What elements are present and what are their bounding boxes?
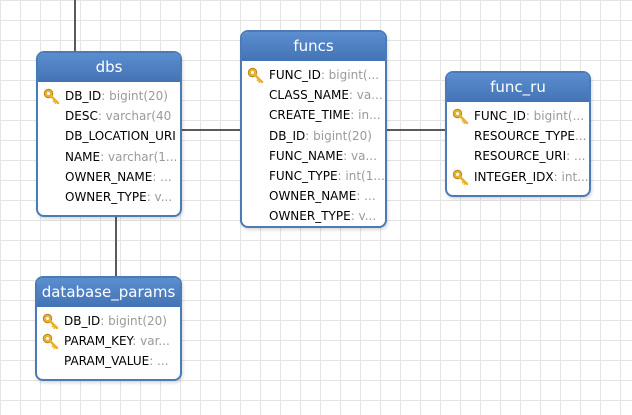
field-row[interactable]: FUNC_TYPE: int(1... — [242, 166, 385, 186]
key-icon — [43, 88, 61, 105]
table-database-params[interactable]: database_params DB_ID: bigint(20)PARAM_K… — [35, 276, 182, 381]
field-row[interactable]: FUNC_ID: bigint(... — [242, 65, 385, 85]
field-type: : v... — [350, 209, 377, 224]
field-row[interactable]: PARAM_VALUE: ... — [37, 351, 180, 371]
field-name: INTEGER_IDX — [474, 169, 554, 184]
table-func-ru[interactable]: func_ru FUNC_ID: bigint(...RESOURCE_TYPE… — [445, 71, 591, 197]
field-row[interactable]: RESOURCE_URI: ... — [447, 146, 589, 166]
field-name: PARAM_VALUE — [64, 354, 150, 369]
field-row[interactable]: OWNER_TYPE: v... — [242, 206, 385, 226]
field-name: OWNER_TYPE — [65, 189, 147, 204]
field-name: FUNC_TYPE — [269, 168, 338, 183]
field-type: : varchar(40 — [97, 109, 172, 124]
field-name: FUNC_ID — [474, 109, 526, 123]
field-name: DB_ID — [269, 128, 306, 143]
field-row[interactable]: OWNER_NAME: ... — [242, 186, 385, 206]
field-name: RESOURCE_TYPE — [474, 129, 575, 144]
table-title: func_ru — [447, 73, 589, 102]
field-name: CLASS_NAME — [269, 88, 349, 103]
key-icon — [42, 333, 60, 350]
key-icon — [452, 169, 470, 185]
field-type: : bigint(... — [320, 68, 380, 82]
field-type: : int... — [553, 169, 589, 184]
table-fields: DB_ID: bigint(20)PARAM_KEY: var...PARAM_… — [37, 307, 180, 372]
field-row[interactable]: OWNER_TYPE: v... — [38, 187, 180, 207]
field-type: : bigint(... — [525, 109, 585, 123]
relation-line-funcs-func-ru — [385, 129, 446, 131]
field-type: : ... — [566, 149, 586, 164]
field-type: : int(1... — [337, 168, 385, 183]
field-name: FUNC_ID — [269, 68, 321, 82]
field-type: : va... — [348, 88, 383, 103]
field-row[interactable]: FUNC_ID: bigint(... — [447, 106, 589, 126]
field-row[interactable]: PARAM_KEY: var... — [37, 331, 180, 351]
table-title: funcs — [242, 32, 385, 61]
table-fields: FUNC_ID: bigint(...CLASS_NAME: va...CREA… — [242, 61, 385, 226]
key-icon — [452, 108, 470, 125]
field-type: : bigint(20) — [101, 89, 168, 103]
field-row[interactable]: CREATE_TIME: in... — [242, 105, 385, 125]
field-name: DESC — [65, 109, 98, 124]
field-row[interactable]: NAME: varchar(1... — [38, 147, 180, 167]
field-name: CREATE_TIME — [269, 108, 351, 123]
field-name: NAME — [65, 149, 101, 164]
field-type: : bigint(20) — [305, 128, 372, 143]
field-row[interactable]: OWNER_NAME: ... — [38, 167, 180, 187]
relation-line-dbs-upstream — [74, 0, 76, 52]
field-row[interactable]: DB_ID: bigint(20) — [38, 86, 180, 106]
field-name: OWNER_NAME — [65, 169, 153, 184]
field-row[interactable]: DB_ID: bigint(20) — [242, 126, 385, 146]
field-name: DB_ID — [64, 314, 101, 328]
field-type: : ... — [356, 189, 376, 204]
field-row[interactable]: RESOURCE_TYPE... — [447, 126, 589, 146]
field-row[interactable]: CLASS_NAME: va... — [242, 85, 385, 105]
field-row[interactable]: DB_LOCATION_URI — [38, 126, 180, 146]
table-funcs[interactable]: funcs FUNC_ID: bigint(...CLASS_NAME: va.… — [240, 30, 387, 228]
field-type: : ... — [149, 354, 169, 369]
field-type: : bigint(20) — [100, 314, 167, 328]
table-title: database_params — [37, 278, 180, 307]
field-name: RESOURCE_URI — [474, 149, 567, 164]
table-title: dbs — [38, 53, 180, 82]
field-name: PARAM_KEY — [64, 334, 133, 349]
field-row[interactable]: FUNC_NAME: va... — [242, 146, 385, 166]
field-type: : varchar(1... — [100, 149, 178, 164]
field-name: FUNC_NAME — [269, 148, 344, 163]
key-icon — [42, 313, 60, 330]
field-type: : ... — [152, 169, 172, 184]
field-row[interactable]: DB_ID: bigint(20) — [37, 311, 180, 331]
field-name: DB_LOCATION_URI — [65, 129, 176, 144]
field-type: : var... — [132, 334, 170, 349]
field-name: DB_ID — [65, 89, 102, 103]
field-row[interactable]: DESC: varchar(40 — [38, 106, 180, 126]
field-name: OWNER_NAME — [269, 189, 357, 204]
key-icon — [247, 67, 265, 84]
field-type: : v... — [146, 189, 173, 204]
field-row[interactable]: INTEGER_IDX: int... — [447, 167, 589, 187]
table-fields: FUNC_ID: bigint(...RESOURCE_TYPE...RESOU… — [447, 102, 589, 187]
field-name: OWNER_TYPE — [269, 209, 351, 224]
field-type: : va... — [343, 148, 377, 163]
relation-line-dbs-database-params — [115, 216, 117, 278]
field-type: : in... — [350, 108, 381, 123]
relation-line-dbs-funcs — [181, 129, 242, 131]
field-type: ... — [574, 129, 587, 144]
